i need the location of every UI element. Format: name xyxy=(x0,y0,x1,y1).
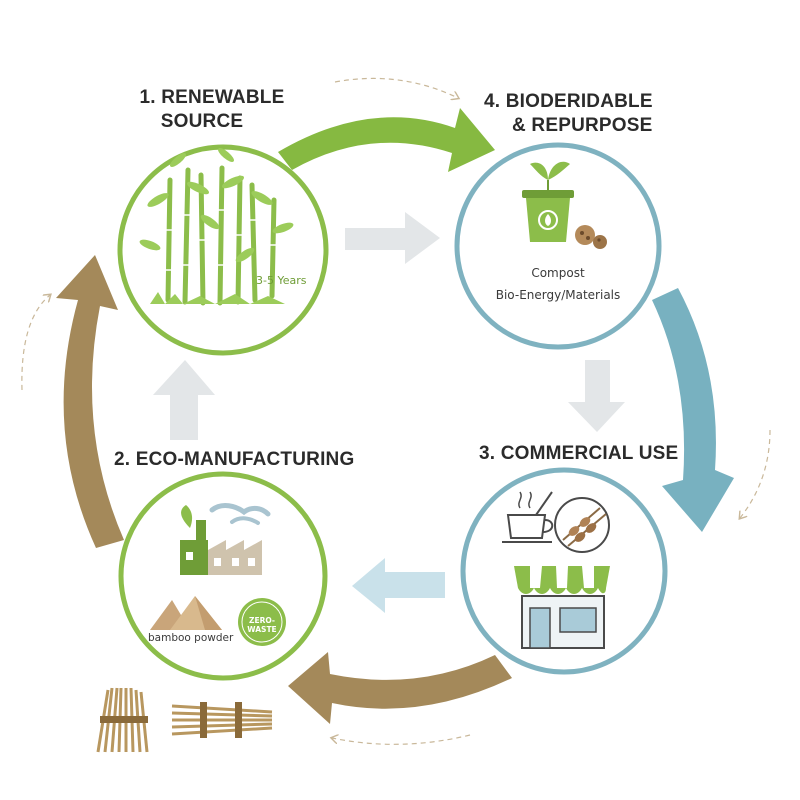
coffee-cup-icon xyxy=(502,491,554,543)
bio-energy-label: Bio-Energy/Materials xyxy=(495,288,621,302)
stage-title-line: 1. RENEWABLE xyxy=(139,87,285,108)
zero-waste-badge-icon xyxy=(238,598,286,646)
stage-title-line: SOURCE xyxy=(160,111,244,132)
stage-title-commercial: 3. COMMERCIAL USE xyxy=(479,442,678,466)
dashed-guide-left xyxy=(21,295,50,391)
dashed-guide-right xyxy=(740,429,771,518)
zero-waste-label: ZERO-WASTE xyxy=(247,616,277,634)
compost-bin-icon xyxy=(522,161,607,249)
stage-title-renewable: 1. RENEWABLE SOURCE xyxy=(132,86,292,134)
big-arrow-brown-left xyxy=(56,255,124,548)
stage-title-line: 3. COMMERCIAL USE xyxy=(479,443,679,464)
bamboo-grove-icon xyxy=(139,148,294,306)
inner-arrow-bottom xyxy=(352,558,445,613)
inner-arrow-left xyxy=(153,360,215,440)
dashed-guide-bottom xyxy=(332,735,471,745)
stage-title-line: & REPURPOSE xyxy=(512,115,653,136)
bamboo-powder-label: bamboo powder xyxy=(148,632,234,644)
growth-note: 3-5 Years xyxy=(256,274,307,287)
inner-arrow-right xyxy=(568,360,625,432)
storefront-icon xyxy=(514,566,610,649)
bamboo-bundle-icon xyxy=(96,687,149,753)
compost-label: Compost xyxy=(531,266,585,280)
stage-title-manufacturing: 2. ECO-MANUFACTURING xyxy=(114,448,354,472)
powder-pile-icon xyxy=(150,596,222,630)
stage-title-biodegradable: 4. BIODERIDABLE & REPURPOSE xyxy=(484,90,664,138)
skewer-plate-icon xyxy=(554,497,610,553)
stage-title-line: 2. ECO-MANUFACTURING xyxy=(114,449,355,470)
big-arrow-blue xyxy=(652,288,734,532)
stage-circle-biodegradable xyxy=(454,142,662,350)
inner-arrow-top xyxy=(345,212,440,264)
bamboo-bundle-icon xyxy=(171,702,273,738)
big-arrow-brown-bottom xyxy=(288,652,512,724)
factory-icon xyxy=(180,503,271,575)
stage-title-line: 4. BIODERIDABLE xyxy=(484,91,653,112)
big-arrow-green xyxy=(278,108,495,172)
dashed-guide-top xyxy=(334,77,458,98)
